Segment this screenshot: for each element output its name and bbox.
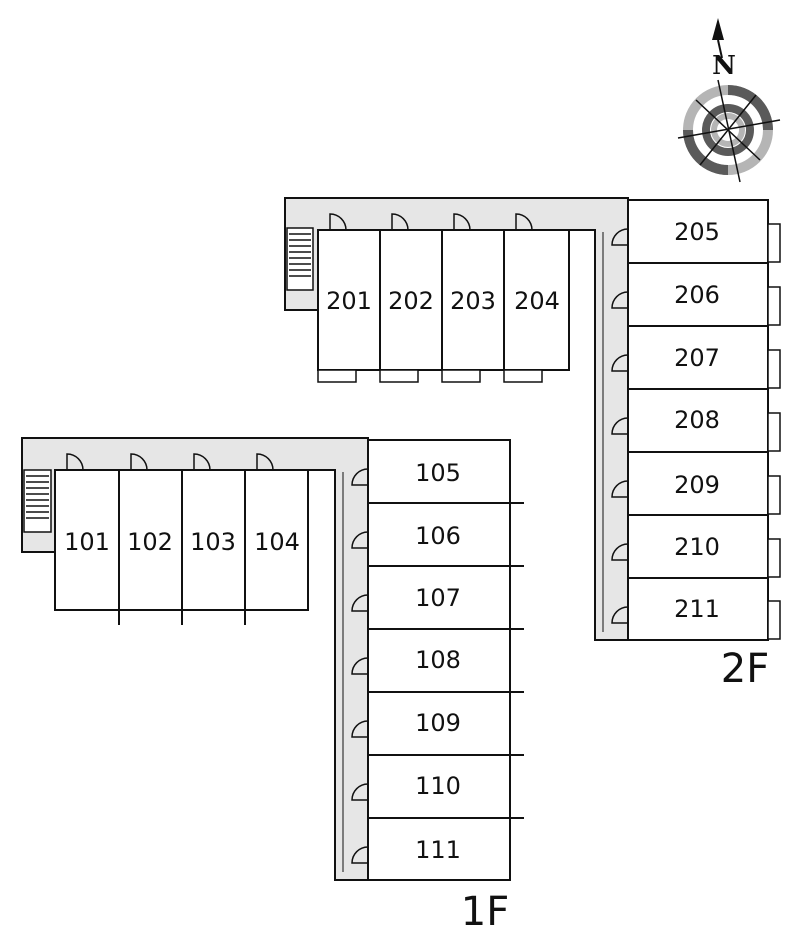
unit-number: 105 (415, 459, 461, 487)
unit-208[interactable]: 208 (611, 388, 781, 453)
unit-number: 209 (674, 471, 720, 499)
unit-number: 205 (674, 218, 720, 246)
unit-105[interactable]: 105 (351, 439, 524, 504)
unit-number: 208 (674, 406, 720, 434)
floor-label-1f: 1F (461, 889, 509, 935)
unit-number: 201 (326, 287, 372, 315)
unit-number: 202 (388, 287, 434, 315)
unit-number: 101 (64, 528, 110, 556)
unit-103[interactable]: 103 (181, 453, 246, 625)
compass-icon: N (677, 18, 781, 183)
unit-203[interactable]: 203 (441, 213, 505, 383)
unit-number: 102 (127, 528, 173, 556)
unit-108[interactable]: 108 (351, 628, 524, 693)
unit-number: 204 (514, 287, 560, 315)
unit-109[interactable]: 109 (351, 691, 524, 756)
floor-2-plan: 201 202 203 204 205 (284, 197, 781, 692)
unit-number: 103 (190, 528, 236, 556)
unit-106[interactable]: 106 (351, 502, 524, 567)
stair-1f (23, 469, 52, 533)
unit-number: 211 (674, 595, 720, 623)
floor-label-2f: 2F (721, 646, 769, 692)
unit-110[interactable]: 110 (351, 754, 524, 819)
unit-number: 108 (415, 646, 461, 674)
unit-number: 107 (415, 584, 461, 612)
unit-102[interactable]: 102 (118, 453, 183, 625)
unit-206[interactable]: 206 (611, 262, 781, 327)
unit-number: 210 (674, 533, 720, 561)
unit-number: 104 (254, 528, 300, 556)
unit-number: 110 (415, 772, 461, 800)
unit-209[interactable]: 209 (611, 451, 781, 516)
unit-number: 106 (415, 522, 461, 550)
floor-1-plan: 101 102 103 104 105 (21, 437, 524, 935)
unit-207[interactable]: 207 (611, 325, 781, 390)
stair-2f (286, 227, 314, 291)
unit-211[interactable]: 211 (611, 577, 781, 641)
unit-201[interactable]: 201 (317, 213, 381, 383)
unit-107[interactable]: 107 (351, 565, 524, 630)
unit-number: 111 (415, 836, 461, 864)
unit-202[interactable]: 202 (379, 213, 443, 383)
unit-number: 109 (415, 709, 461, 737)
unit-210[interactable]: 210 (611, 514, 781, 579)
unit-204[interactable]: 204 (503, 213, 570, 383)
unit-number: 206 (674, 281, 720, 309)
north-label: N (712, 51, 736, 81)
unit-104[interactable]: 104 (244, 453, 309, 611)
unit-205[interactable]: 205 (611, 199, 781, 264)
unit-101[interactable]: 101 (54, 453, 120, 625)
unit-number: 203 (450, 287, 496, 315)
unit-number: 207 (674, 344, 720, 372)
unit-111[interactable]: 111 (351, 817, 511, 881)
